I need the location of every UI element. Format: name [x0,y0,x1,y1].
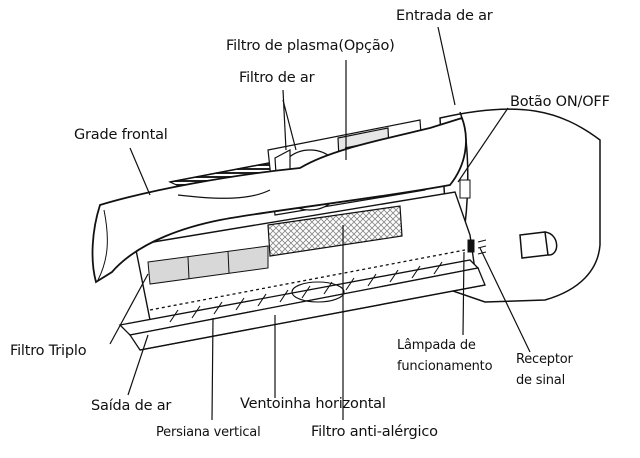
label-botao-on-off: Botão ON/OFF [510,94,610,110]
label-saida-de-ar: Saída de ar [91,398,172,414]
anti-allergic-filter [267,205,403,257]
label-filtro-de-plasma: Filtro de plasma(Opção) [226,38,395,54]
label-ventoinha-horizontal: Ventoinha horizontal [240,396,386,412]
label-filtro-anti-alergico: Filtro anti-alérgico [311,424,438,440]
label-receptor-line1: Receptor [516,352,573,367]
leader-lines [109,26,531,421]
label-filtro-triplo: Filtro Triplo [10,343,87,359]
louver-assembly [118,249,486,351]
front-grille-panel [91,116,467,284]
label-grade-frontal: Grade frontal [74,127,168,143]
label-receptor-line2: de sinal [516,373,565,388]
label-lampada-line2: funcionamento [397,359,493,374]
label-lampada-line1: Lâmpada de [397,338,476,353]
vertical-louvers [169,261,443,323]
indicator-area [459,179,487,255]
triple-filter [147,245,269,285]
label-entrada-de-ar: Entrada de ar [396,8,493,24]
label-persiana-vertical: Persiana vertical [156,425,261,440]
label-filtro-de-ar: Filtro de ar [239,70,315,86]
